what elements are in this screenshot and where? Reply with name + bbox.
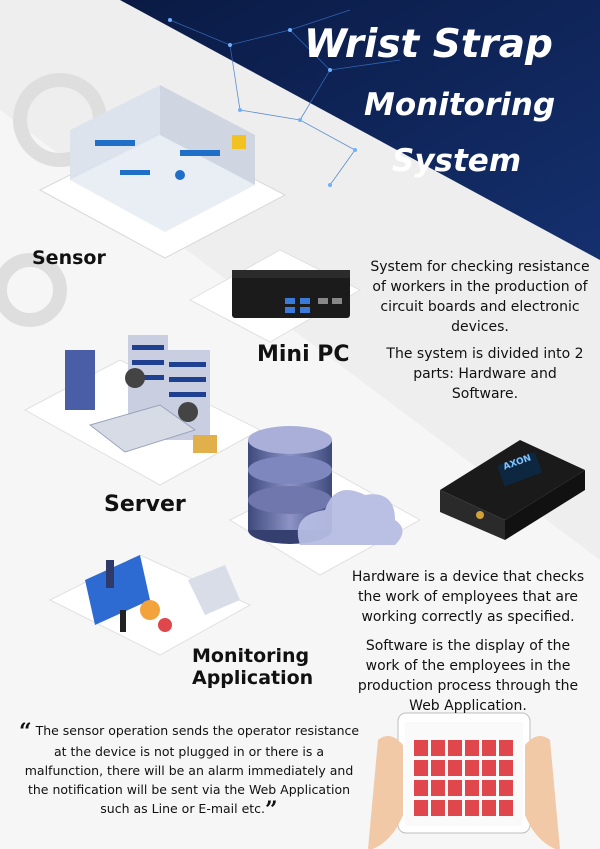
description-hardware: Hardware is a device that checks the wor…	[351, 569, 585, 625]
title-line-2: Monitoring	[364, 87, 556, 123]
quote-close-mark: ”	[265, 797, 278, 823]
label-monitoring-line2: Application	[192, 667, 314, 689]
description-parts: The system is divided into 2 parts: Hard…	[386, 346, 584, 402]
description-software: Software is the display of the work of t…	[357, 638, 579, 714]
title-line-1: Wrist Strap	[304, 22, 553, 67]
quote-text: The sensor operation sends the operator …	[24, 723, 360, 816]
description-intro: System for checking resistance of worker…	[370, 259, 590, 335]
label-mini-pc: Mini PC	[257, 342, 350, 367]
tablet-illustration	[368, 712, 560, 849]
quote-block: “ The sensor operation sends the operato…	[14, 719, 364, 823]
quote-open-mark: “	[18, 719, 32, 745]
label-server: Server	[104, 492, 186, 517]
title-line-3: System	[392, 143, 522, 179]
monitoring-illustration	[48, 554, 252, 656]
network-dots	[168, 18, 357, 187]
label-sensor: Sensor	[32, 247, 106, 269]
label-monitoring-application: Monitoring Application	[192, 645, 332, 689]
sensor-illustration	[38, 85, 287, 259]
database-cloud-illustration	[228, 426, 422, 576]
label-monitoring-line1: Monitoring	[192, 645, 310, 667]
server-illustration	[23, 335, 262, 486]
tablet-tiles	[414, 740, 513, 816]
axon-device-illustration	[440, 440, 585, 540]
navy-hero-shape	[120, 0, 600, 260]
mini-pc-illustration	[188, 249, 362, 343]
